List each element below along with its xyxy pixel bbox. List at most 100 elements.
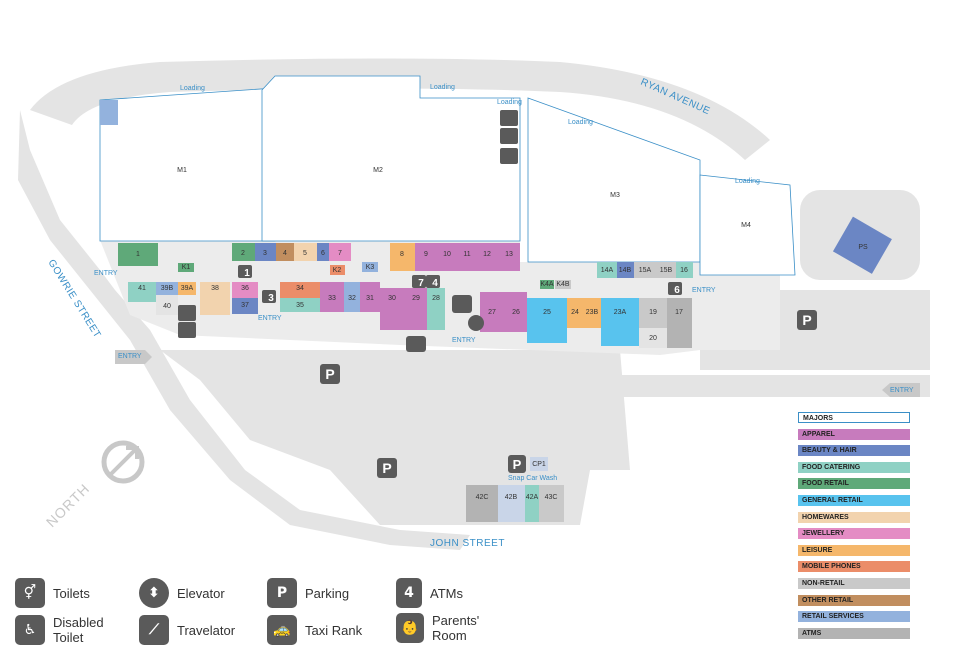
shop-number-label: K4B [556,281,570,288]
shop-8[interactable] [390,243,415,271]
shop-32[interactable] [344,282,360,312]
shop-number-label: 23B [586,309,599,316]
elevator-icon: ⬍ [139,578,169,608]
shop-number-label: 29 [412,295,420,302]
shop-number-label: K2 [333,267,342,274]
shop-15a[interactable] [634,262,656,278]
shop-34[interactable] [280,282,320,298]
shop-number-label: 42A [526,494,539,501]
shop-30[interactable] [380,288,405,330]
entry-label: ENTRY [258,315,282,322]
kiosk-k4a[interactable] [540,280,554,289]
shop-39a[interactable] [178,282,196,295]
shop-26[interactable] [505,292,527,332]
kiosk-k1[interactable] [178,263,194,272]
ps-major [832,216,892,274]
shop-41[interactable] [128,282,156,302]
shop-17[interactable] [667,298,692,348]
shop-39b[interactable] [156,282,178,295]
shop-10[interactable] [437,243,457,271]
shop-23a[interactable] [601,298,639,346]
svg-text:7: 7 [418,278,424,289]
entry-label: ENTRY [692,287,716,294]
key-toilets-label: Toilets [53,585,90,601]
shop-2[interactable] [232,243,255,261]
shop-number-label: K1 [182,264,191,271]
shop-number-label: 3 [263,250,267,257]
shop-15b[interactable] [656,262,676,278]
svg-text:P: P [382,460,391,476]
key-toilets: ⚥ Toilets [15,578,90,608]
shop-7[interactable] [329,243,351,261]
shop-29[interactable] [405,288,427,330]
kiosk-k3[interactable] [362,262,378,272]
shop-23b[interactable] [584,298,601,328]
shop-number-label: 7 [338,250,342,257]
shop-4[interactable] [276,243,294,261]
shop-number-label: 36 [241,285,249,292]
shop-35[interactable] [280,298,320,312]
shop-33[interactable] [320,282,344,312]
legend-item: HOMEWARES [798,511,910,523]
toilets-icon [500,128,518,144]
shop-42b[interactable] [498,485,525,522]
major-m1-label: M1 [177,167,187,174]
shop-number-label: 23A [614,309,627,316]
loading-label: Loading [735,178,760,185]
travelator-icon [452,295,472,313]
shop-20[interactable] [639,328,667,348]
shop-16[interactable] [676,262,693,278]
shop-28[interactable] [427,288,445,330]
atm-icon: 4 [396,578,422,608]
disabled-toilet-icon [500,148,518,164]
legend-item: BEAUTY & HAIR [798,445,910,457]
shop-19[interactable] [639,298,667,328]
shop-14a[interactable] [597,262,617,278]
shop-number-label: 33 [328,295,336,302]
shop-1[interactable] [118,243,158,266]
shop-number-label: 2 [241,250,245,257]
shop-number-label: 13 [505,251,513,258]
legend-item: JEWELLERY [798,528,910,540]
shop-number-label: 38 [211,285,219,292]
shop-11[interactable] [457,243,477,271]
shop-37[interactable] [232,298,258,314]
shop-number-label: 39A [181,285,194,292]
shop-12[interactable] [477,243,498,271]
shop-24[interactable] [567,298,584,328]
shop-13[interactable] [498,243,520,271]
shop-number-label: 14B [619,267,632,274]
parents-room-icon [500,110,518,126]
shop-number-label: CP1 [532,461,546,468]
shop-3[interactable] [255,243,276,261]
shop-number-label: 43C [545,494,558,501]
shop-36[interactable] [232,282,258,298]
key-parents-label: Parents'Room [432,613,480,643]
shop-number-label: 20 [649,335,657,342]
shop-6[interactable] [317,243,329,261]
kiosk-k2[interactable] [330,265,345,275]
shop-40[interactable] [156,295,178,315]
shop-14b[interactable] [617,262,634,278]
shop-42a[interactable] [525,485,539,522]
shop-38[interactable] [200,282,230,315]
shop-9[interactable] [415,243,437,271]
kiosk-k4b[interactable] [555,280,571,289]
entry-label: ENTRY [890,387,914,394]
shop-27[interactable] [480,292,505,332]
shop-25[interactable] [527,298,567,343]
loading-label: Loading [430,84,455,91]
elevator-icon [468,315,484,331]
legend-item: MAJORS [798,412,910,423]
shop-5[interactable] [294,243,317,261]
shop-number-label: 16 [680,267,688,274]
shop-43c[interactable] [539,485,564,522]
major-m3 [527,97,701,263]
shop-31[interactable] [360,282,380,312]
key-elevator: ⬍ Elevator [139,578,225,608]
legend-item: MOBILE PHONES [798,561,910,573]
shop-cp1[interactable] [530,457,548,471]
legend-item: ATMS [798,627,910,639]
shop-number-label: 17 [675,309,683,316]
shop-42c[interactable] [466,485,498,522]
